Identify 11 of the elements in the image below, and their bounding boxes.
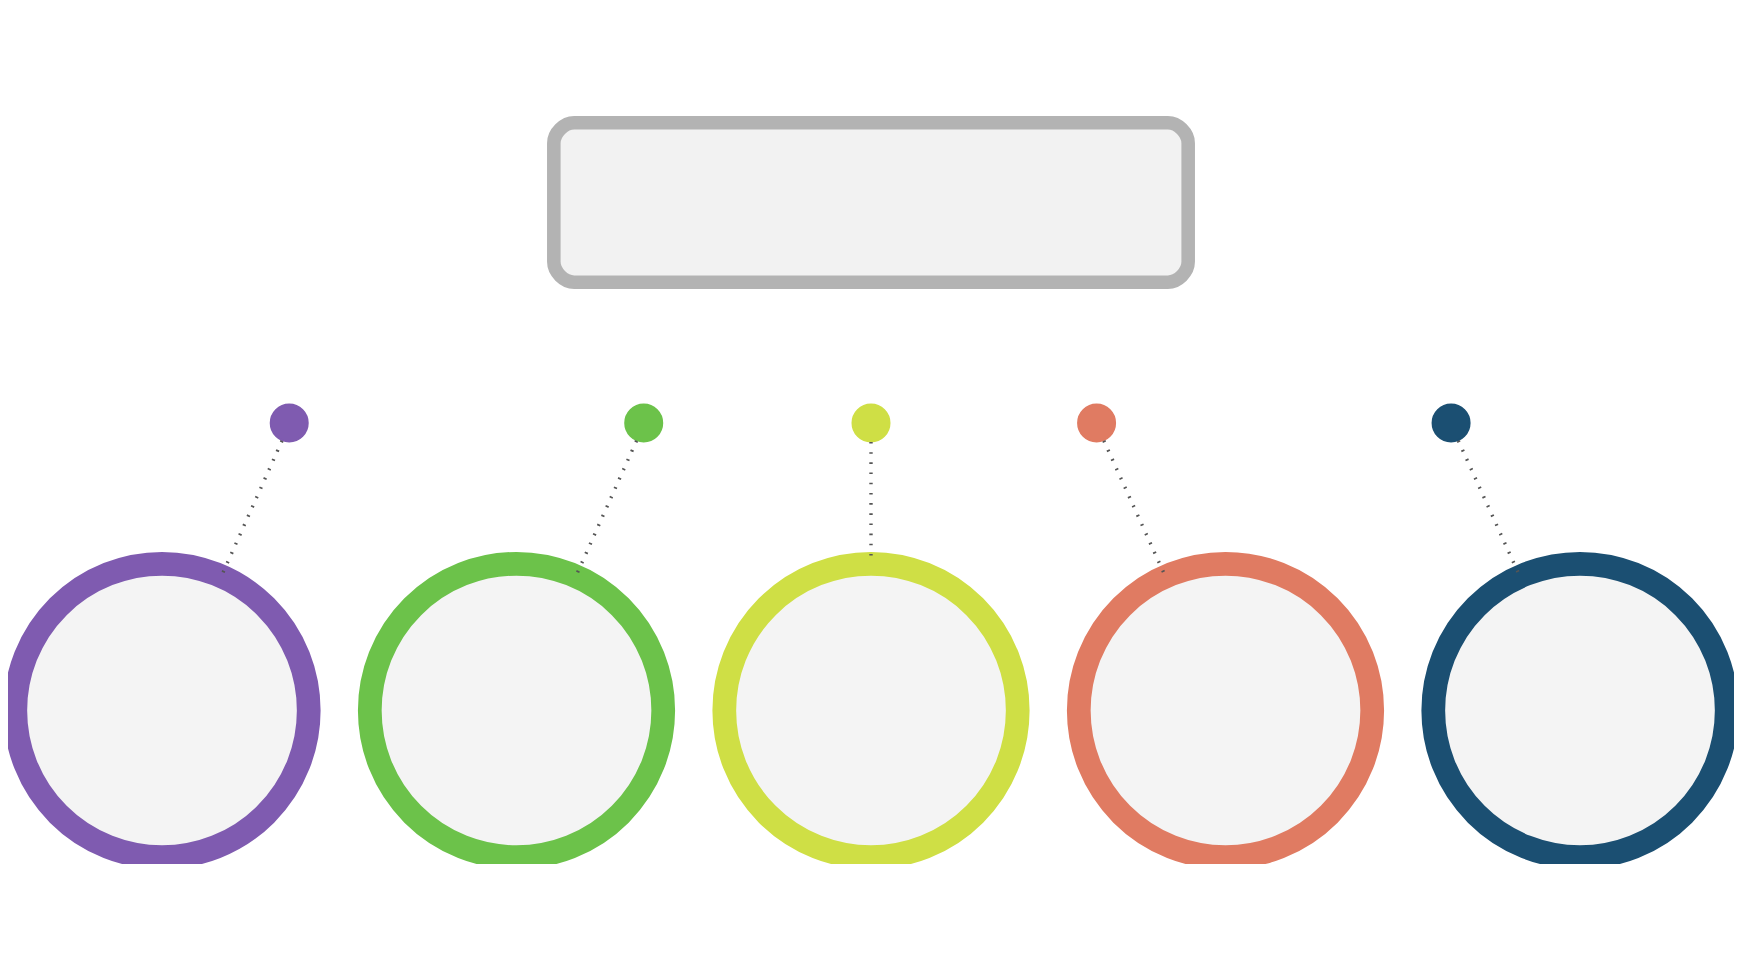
node-circle xyxy=(712,551,1030,864)
node-circle xyxy=(357,551,676,864)
node-circle xyxy=(269,403,309,443)
node-circle xyxy=(1421,551,1734,864)
node-circle xyxy=(624,403,664,443)
node-circle xyxy=(1077,403,1117,443)
node-circle xyxy=(1066,551,1385,864)
node-circle xyxy=(1431,403,1471,443)
node-box xyxy=(547,116,1195,289)
node-circle xyxy=(8,551,321,864)
node-circle xyxy=(851,403,891,443)
